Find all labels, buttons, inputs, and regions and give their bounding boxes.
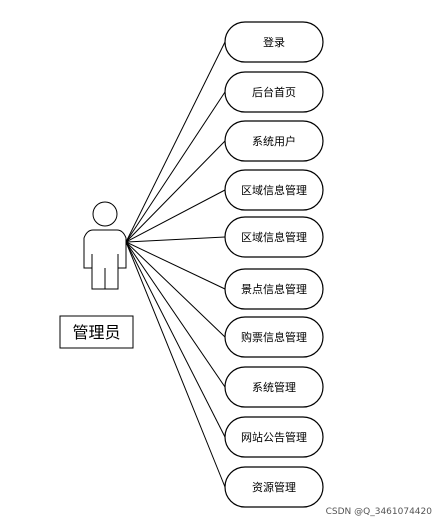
use-case-oval [224, 169, 324, 211]
use-case-label: 登录 [263, 35, 285, 49]
use-case-oval [224, 120, 324, 162]
use-case: 购票信息管理 [224, 316, 324, 358]
use-case-oval [224, 316, 324, 358]
actor-label-box [59, 315, 134, 349]
actor-name: 管理员 [72, 323, 120, 342]
use-case: 后台首页 [224, 71, 324, 113]
use-case-label: 景点信息管理 [241, 282, 307, 296]
use-case-label: 区域信息管理 [241, 230, 307, 244]
use-case-label: 系统用户 [252, 134, 296, 148]
actor-head [92, 201, 118, 227]
use-case-label: 区域信息管理 [241, 183, 307, 197]
use-case-oval [224, 71, 324, 113]
association-line [125, 241, 226, 338]
use-case-list: 登录后台首页系统用户区域信息管理区域信息管理景点信息管理购票信息管理系统管理网站… [224, 21, 324, 508]
actor-body [83, 229, 127, 290]
use-case-oval [224, 366, 324, 408]
use-case: 系统管理 [224, 366, 324, 408]
watermark: CSDN @Q_3461074420 [325, 507, 432, 517]
use-case: 资源管理 [224, 466, 324, 508]
use-case-oval [224, 21, 324, 63]
use-case: 区域信息管理 [224, 216, 324, 258]
use-case-oval [224, 216, 324, 258]
association-lines [125, 41, 226, 488]
actor-figure [83, 201, 127, 290]
use-case-label: 后台首页 [252, 85, 296, 99]
use-case-oval [224, 416, 324, 458]
use-case-oval [224, 268, 324, 310]
use-case-label: 系统管理 [252, 380, 296, 394]
association-line [125, 241, 226, 438]
use-case: 区域信息管理 [224, 169, 324, 211]
association-line [125, 41, 226, 243]
association-line [125, 236, 226, 243]
association-line [125, 241, 226, 388]
association-line [125, 140, 226, 243]
use-case-label: 资源管理 [252, 480, 296, 494]
use-case-oval [224, 466, 324, 508]
use-case-label: 网站公告管理 [241, 430, 307, 444]
association-line [125, 241, 226, 488]
association-line [125, 189, 226, 243]
use-case: 网站公告管理 [224, 416, 324, 458]
association-line [125, 91, 226, 243]
use-case: 景点信息管理 [224, 268, 324, 310]
use-case: 系统用户 [224, 120, 324, 162]
use-case: 登录 [224, 21, 324, 63]
actor-label: 管理员 [59, 315, 134, 349]
use-case-label: 购票信息管理 [241, 330, 307, 344]
association-line [125, 241, 226, 290]
